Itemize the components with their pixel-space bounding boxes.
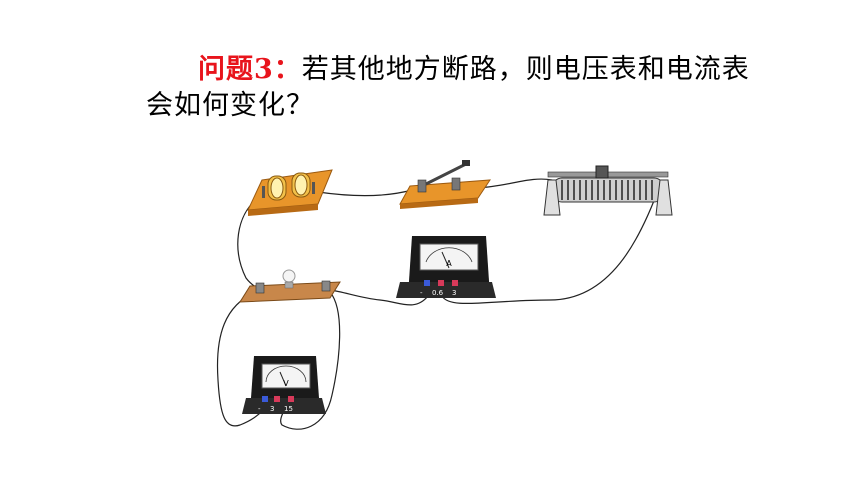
voltmeter-terminal-neg: - [258, 405, 261, 413]
wire-ammeter-lamp [329, 289, 429, 306]
wires [216, 178, 661, 430]
voltmeter: V - 3 15 [242, 356, 326, 414]
voltmeter-terminal-low: 3 [270, 405, 274, 413]
ammeter-symbol: A [446, 259, 452, 268]
battery-cell-1 [267, 175, 287, 201]
ammeter-terminal-high: 3 [452, 289, 456, 297]
question-body: 若其他地方断路，则电压表和电流表会如何变化？ [146, 54, 750, 121]
ammeter-terminal-low: 0.6 [432, 289, 444, 297]
ammeter: A - 0.6 3 [396, 236, 496, 298]
knife-switch [399, 160, 491, 209]
lamp-board [239, 269, 341, 303]
question-label: 问题3： [198, 54, 302, 85]
wire-ammeter-extra [438, 298, 500, 321]
battery-holder [247, 169, 333, 216]
wire-lamp-voltmeter-left [216, 291, 271, 427]
wire-switch-rheostat [477, 178, 553, 189]
rheostat [543, 165, 673, 216]
voltmeter-terminal-high: 15 [284, 405, 293, 413]
question-text: 问题3：若其他地方断路，则电压表和电流表会如何变化？ [146, 52, 766, 124]
voltmeter-symbol: V [283, 379, 289, 388]
battery-cell-2 [291, 172, 311, 198]
light-bulb-icon [282, 269, 296, 289]
ammeter-terminal-neg: - [420, 289, 423, 297]
wire-rheostat-ammeter [441, 184, 661, 305]
wire-lamp-voltmeter-right [280, 291, 341, 430]
wire-battery-switch [317, 189, 413, 197]
